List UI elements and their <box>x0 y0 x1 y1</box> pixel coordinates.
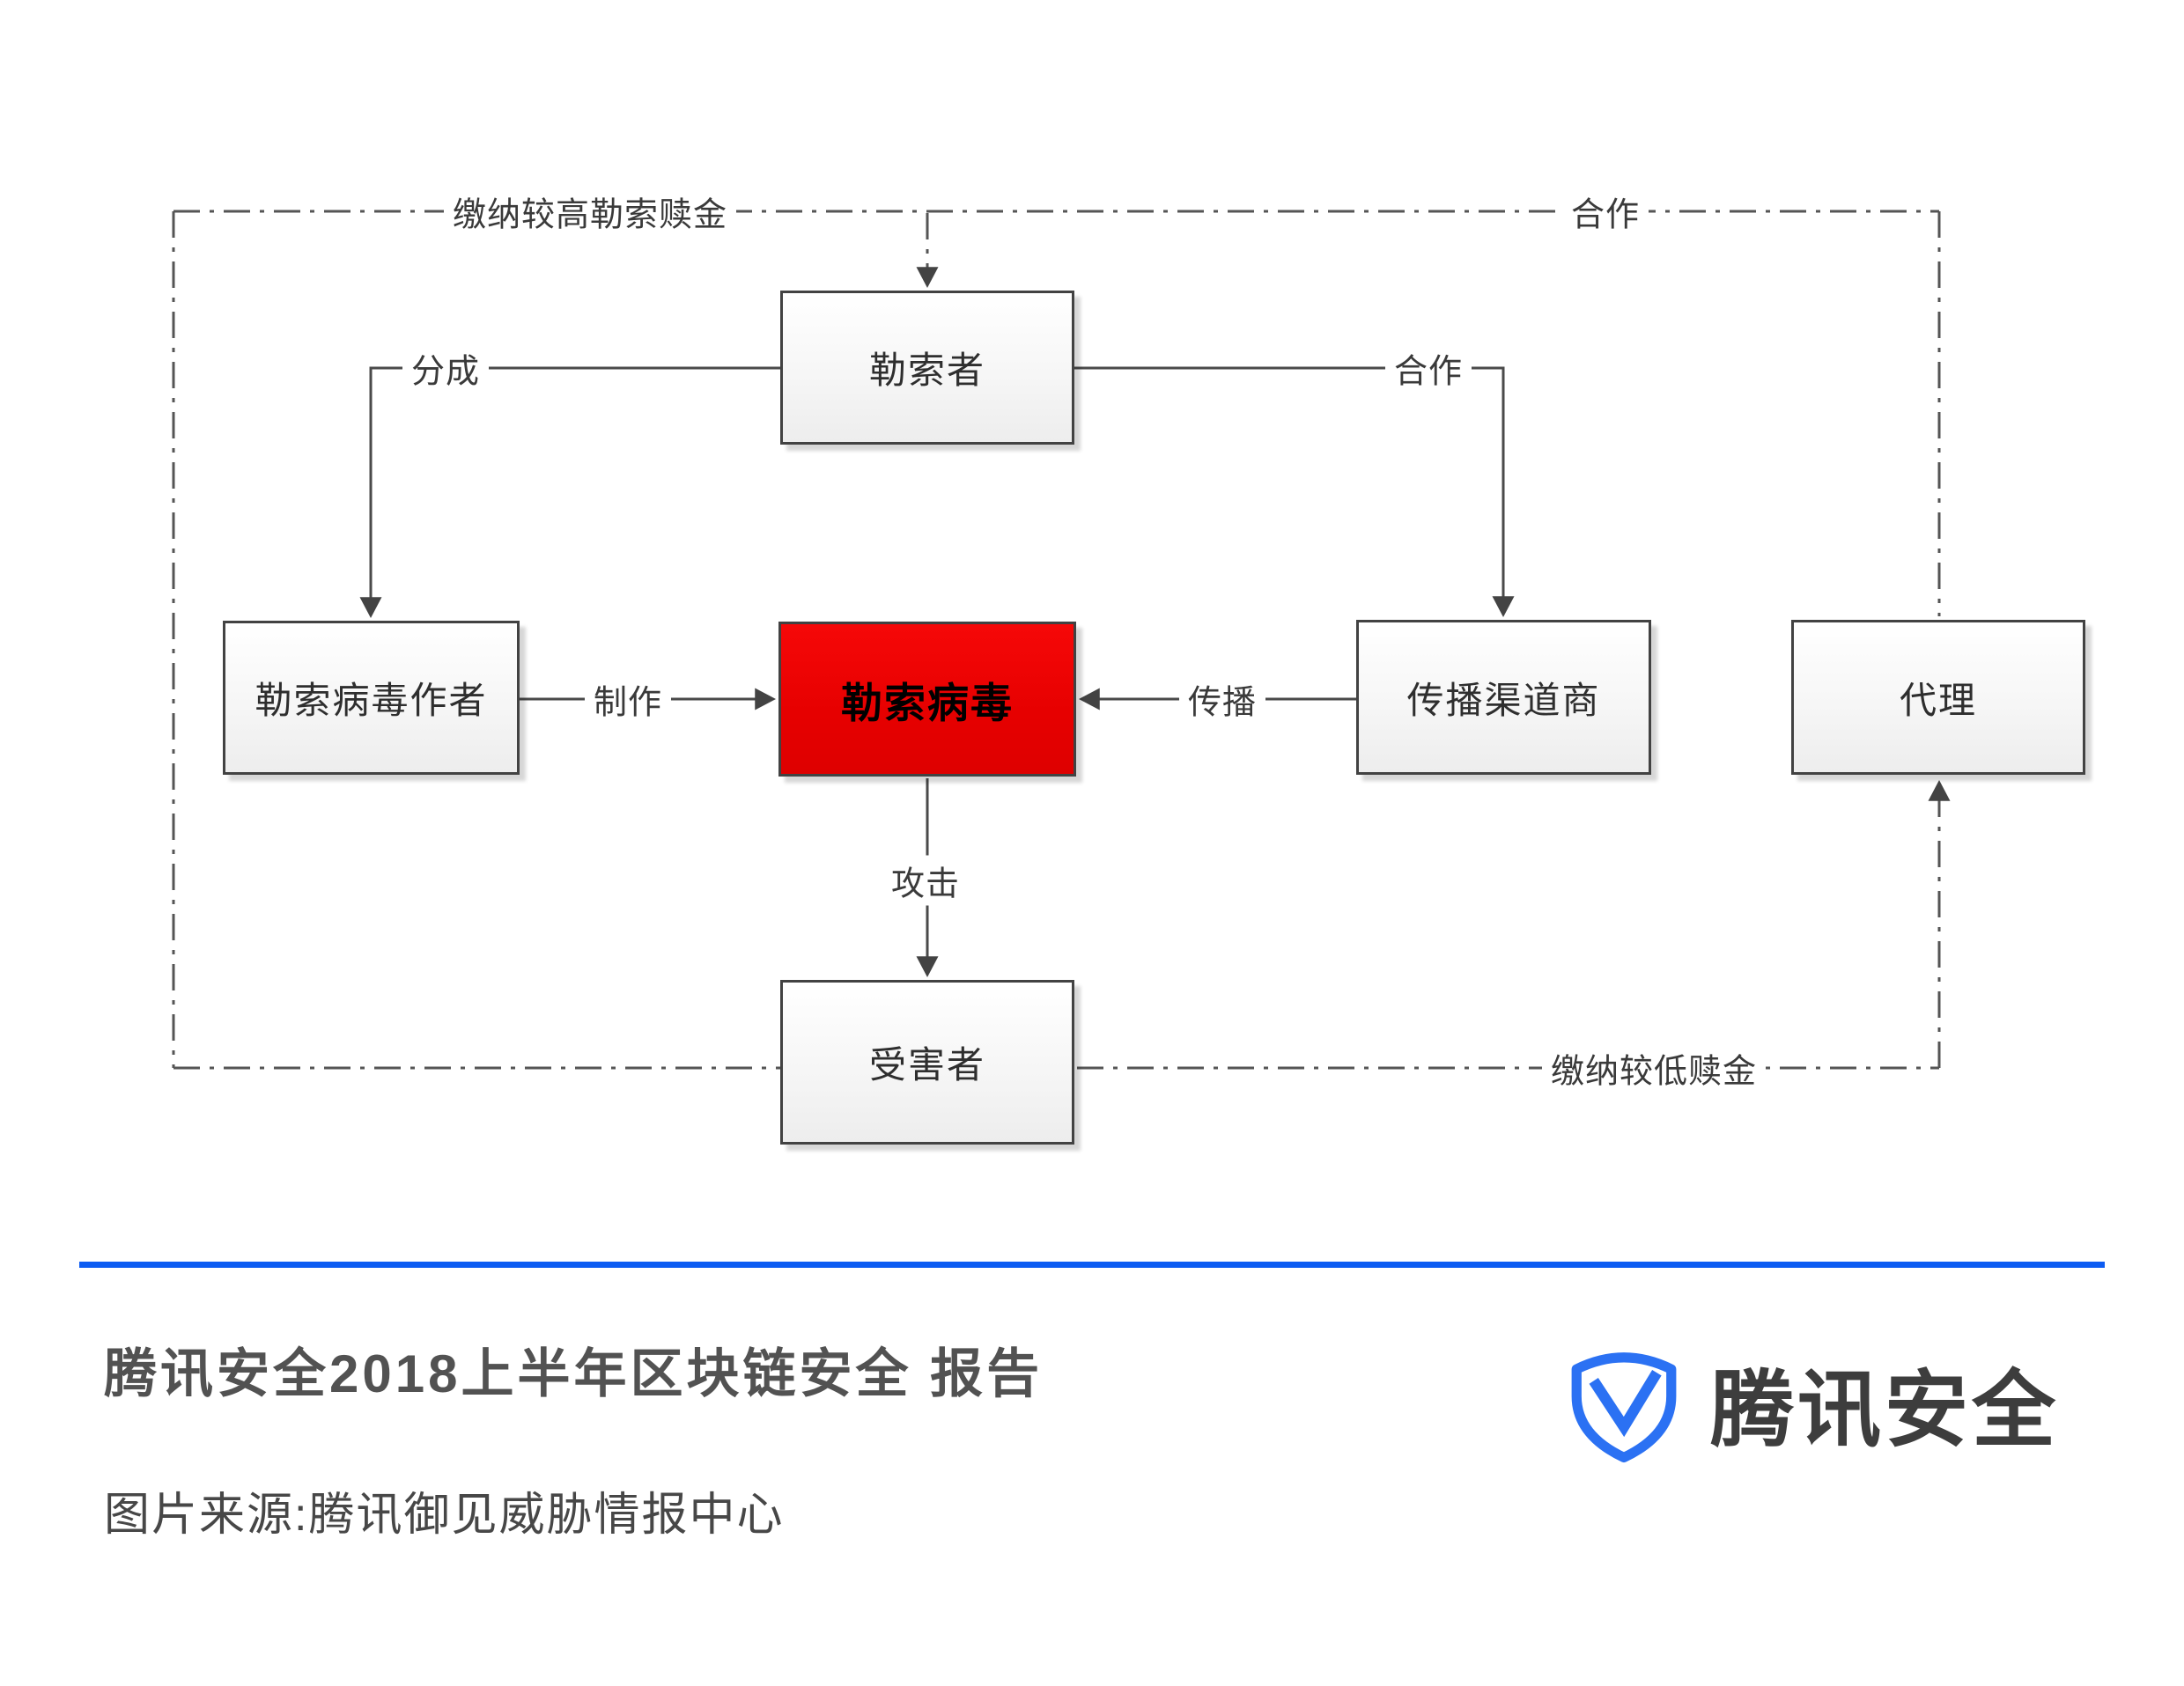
tencent-shield-icon <box>1571 1352 1677 1463</box>
node-distribution-channel-label: 传播渠道商 <box>1406 679 1601 721</box>
tencent-security-logo: 腾讯安全 <box>1568 1340 2059 1465</box>
node-agent: 代理 <box>1791 620 2085 775</box>
node-ransomware-author-label: 勒索病毒作者 <box>255 680 488 721</box>
arrow-extortioner-to-author <box>359 366 780 618</box>
edge-label-pay-lower-ransom: 缴纳较低赎金 <box>1541 1042 1767 1093</box>
brand-name-text: 腾讯安全 <box>1710 1363 2060 1457</box>
footer-divider-line <box>79 1262 2105 1268</box>
node-victim-label: 受害者 <box>868 1044 985 1086</box>
node-ransomware: 勒索病毒 <box>778 622 1076 777</box>
node-extortioner-label: 勒索者 <box>868 350 985 391</box>
edge-label-spread: 传播 <box>1178 674 1266 725</box>
report-title: 腾讯安全2018上半年区块链安全 报告 <box>104 1344 1044 1403</box>
edge-label-produce: 制作 <box>584 674 672 725</box>
node-ransomware-author: 勒索病毒作者 <box>223 621 520 775</box>
node-distribution-channel: 传播渠道商 <box>1356 620 1651 775</box>
edge-label-cooperation-right: 合作 <box>1384 342 1472 394</box>
node-victim: 受害者 <box>780 980 1074 1145</box>
node-ransomware-label: 勒索病毒 <box>841 679 1014 726</box>
edge-label-split-share: 分成 <box>402 342 490 394</box>
node-extortioner: 勒索者 <box>780 291 1074 445</box>
image-source-caption: 图片来源:腾讯御见威胁情报中心 <box>104 1490 785 1541</box>
edge-label-pay-higher-ransom: 缴纳较高勒索赎金 <box>443 186 737 237</box>
arrow-extortioner-to-channel <box>1074 366 1515 617</box>
edge-label-cooperation-top: 合作 <box>1561 186 1649 237</box>
edge-label-attack: 攻击 <box>882 855 970 906</box>
node-agent-label: 代理 <box>1899 679 1977 721</box>
